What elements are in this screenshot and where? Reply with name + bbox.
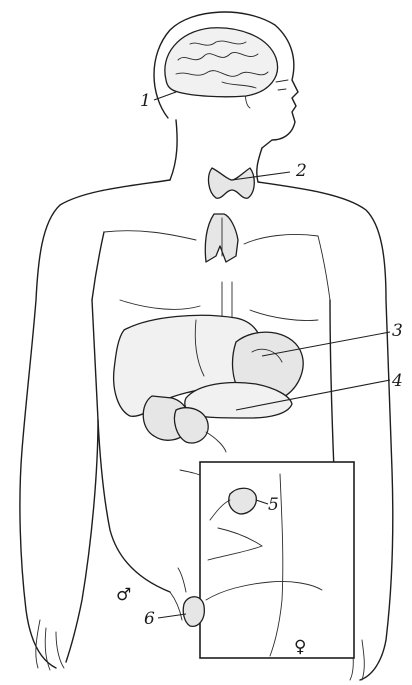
label-3: 3 xyxy=(392,321,403,341)
thyroid-gland xyxy=(209,168,255,198)
male-symbol: ♂ xyxy=(116,585,131,605)
label-2: 2 xyxy=(295,161,307,181)
brain xyxy=(165,28,278,97)
inset-frame xyxy=(200,462,354,658)
label-1: 1 xyxy=(140,91,151,111)
thymus-gland xyxy=(205,214,238,262)
label-6: 6 xyxy=(144,609,155,629)
label-5: 5 xyxy=(268,495,279,515)
female-symbol: ♀ xyxy=(294,637,306,657)
label-4: 4 xyxy=(391,371,403,391)
